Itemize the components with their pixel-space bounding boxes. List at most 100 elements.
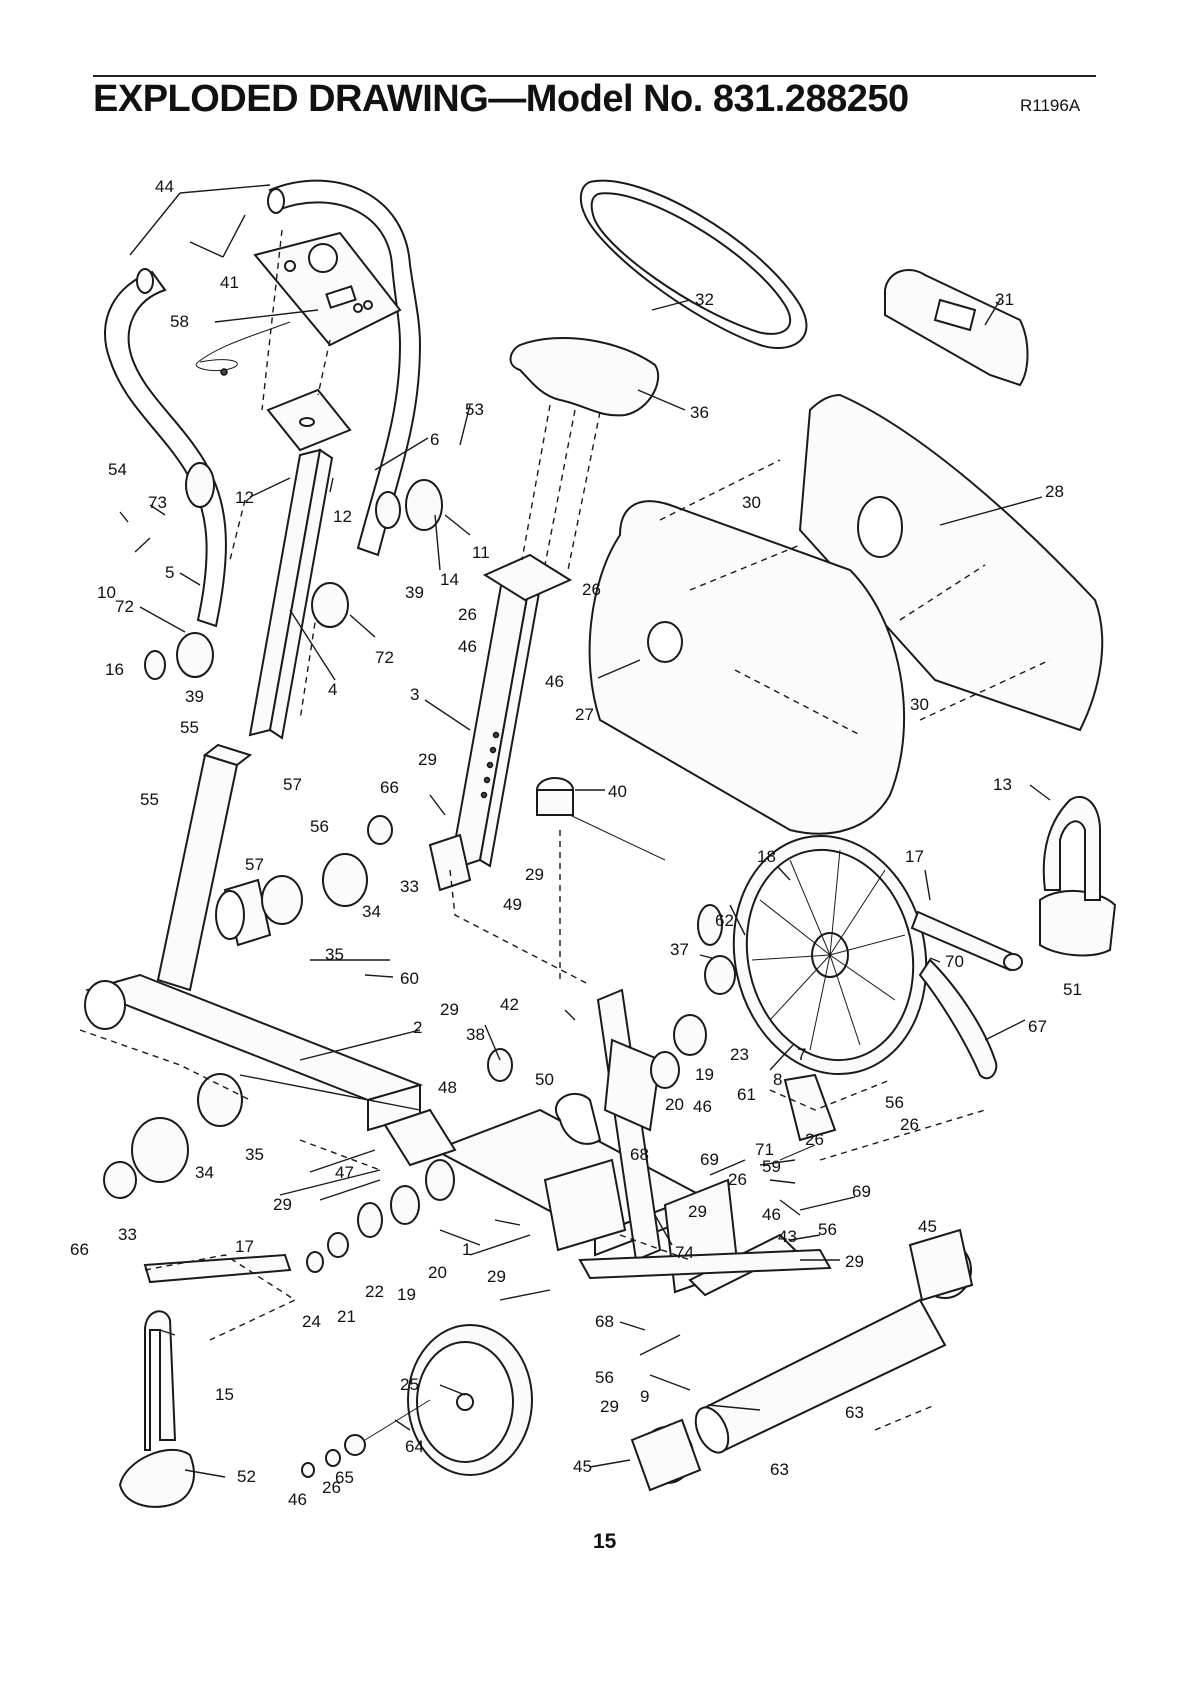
callout-56: 56 xyxy=(310,817,329,836)
callout-29c: 29 xyxy=(440,1000,459,1019)
callout-62: 62 xyxy=(715,911,734,930)
callout-46c: 46 xyxy=(693,1097,712,1116)
callout-69: 69 xyxy=(700,1150,719,1169)
callout-19: 19 xyxy=(695,1065,714,1084)
callout-14: 14 xyxy=(440,570,459,589)
wheel xyxy=(407,1324,533,1476)
callout-20: 20 xyxy=(665,1095,684,1114)
callout-12: 12 xyxy=(235,488,254,507)
console xyxy=(195,231,402,452)
page-title: EXPLODED DRAWING—Model No. 831.288250 xyxy=(93,78,909,120)
callout-60: 60 xyxy=(400,969,419,988)
model-code: R1196A xyxy=(1020,96,1081,115)
upright xyxy=(229,229,334,740)
seat-assembly xyxy=(448,336,660,872)
callout-26b: 26 xyxy=(458,605,477,624)
callout-41: 41 xyxy=(220,273,239,292)
callout-27: 27 xyxy=(575,705,594,724)
callout-26: 26 xyxy=(582,580,601,599)
callout-8: 8 xyxy=(773,1070,782,1089)
callout-32: 32 xyxy=(695,290,714,309)
callout-53: 53 xyxy=(465,400,484,419)
callout-13: 13 xyxy=(993,775,1012,794)
callout-47: 47 xyxy=(335,1163,354,1182)
callout-34: 34 xyxy=(362,902,381,921)
callout-46e: 46 xyxy=(288,1490,307,1509)
callout-9: 9 xyxy=(640,1387,649,1406)
callout-23: 23 xyxy=(730,1045,749,1064)
callout-66: 66 xyxy=(380,778,399,797)
callout-26c: 26 xyxy=(900,1115,919,1134)
callout-46: 46 xyxy=(458,637,477,656)
callout-42: 42 xyxy=(500,995,519,1014)
callout-71: 71 xyxy=(755,1140,774,1159)
cranks-pedals xyxy=(118,795,1117,1508)
callout-63: 63 xyxy=(845,1403,864,1422)
assembly-guides xyxy=(79,830,986,1431)
callout-29d: 29 xyxy=(273,1195,292,1214)
callout-65: 65 xyxy=(335,1468,354,1487)
callout-3: 3 xyxy=(410,685,419,704)
callout-35b: 35 xyxy=(245,1145,264,1164)
callout-22: 22 xyxy=(365,1282,384,1301)
misc-components xyxy=(103,462,998,1478)
callout-48: 48 xyxy=(438,1078,457,1097)
callout-33b: 33 xyxy=(118,1225,137,1244)
callout-46b: 46 xyxy=(545,672,564,691)
callout-72b: 72 xyxy=(375,648,394,667)
callout-59: 59 xyxy=(762,1157,781,1176)
callout-58: 58 xyxy=(170,312,189,331)
callout-57b: 57 xyxy=(245,855,264,874)
callout-30: 30 xyxy=(742,493,761,512)
callout-63b: 63 xyxy=(770,1460,789,1479)
callout-57: 57 xyxy=(283,775,302,794)
callout-52: 52 xyxy=(237,1467,256,1486)
callout-29g: 29 xyxy=(487,1267,506,1286)
callout-26d: 26 xyxy=(805,1130,824,1149)
callout-10: 10 xyxy=(97,583,116,602)
callout-72: 72 xyxy=(115,597,134,616)
leader-lines xyxy=(119,184,1051,1478)
callout-21: 21 xyxy=(337,1307,356,1326)
callout-40: 40 xyxy=(608,782,627,801)
callout-2: 2 xyxy=(413,1018,422,1037)
callout-6: 6 xyxy=(430,430,439,449)
rear-stabilizer xyxy=(578,1228,974,1492)
callout-4: 4 xyxy=(328,680,337,699)
callout-67: 67 xyxy=(1028,1017,1047,1036)
callout-33: 33 xyxy=(400,877,419,896)
callout-45b: 45 xyxy=(573,1457,592,1476)
callout-36: 36 xyxy=(690,403,709,422)
callout-24: 24 xyxy=(302,1312,321,1331)
callout-29b: 29 xyxy=(525,865,544,884)
callout-28: 28 xyxy=(1045,482,1064,501)
callout-50: 50 xyxy=(535,1070,554,1089)
callout-56b: 56 xyxy=(885,1093,904,1112)
callout-29e: 29 xyxy=(688,1202,707,1221)
callout-5: 5 xyxy=(165,563,174,582)
callout-29h: 29 xyxy=(600,1397,619,1416)
callout-69b: 69 xyxy=(852,1182,871,1201)
callout-12b: 12 xyxy=(333,507,352,526)
callout-16: 16 xyxy=(105,660,124,679)
callout-56d: 56 xyxy=(595,1368,614,1387)
callout-73: 73 xyxy=(148,493,167,512)
callout-11: 11 xyxy=(472,543,490,562)
callout-25: 25 xyxy=(400,1375,419,1394)
callout-46d: 46 xyxy=(762,1205,781,1224)
callout-43: 43 xyxy=(778,1227,797,1246)
shrouds xyxy=(588,269,1104,835)
callout-68: 68 xyxy=(630,1145,649,1164)
belt xyxy=(579,179,808,350)
callout-7: 7 xyxy=(797,1045,806,1064)
callout-68b: 68 xyxy=(595,1312,614,1331)
callout-39: 39 xyxy=(405,583,424,602)
callout-26f: 26 xyxy=(322,1478,341,1497)
callout-20b: 20 xyxy=(428,1263,447,1282)
flywheel xyxy=(732,834,928,1076)
callout-29: 29 xyxy=(418,750,437,769)
callout-17: 17 xyxy=(905,847,924,866)
callout-35: 35 xyxy=(325,945,344,964)
